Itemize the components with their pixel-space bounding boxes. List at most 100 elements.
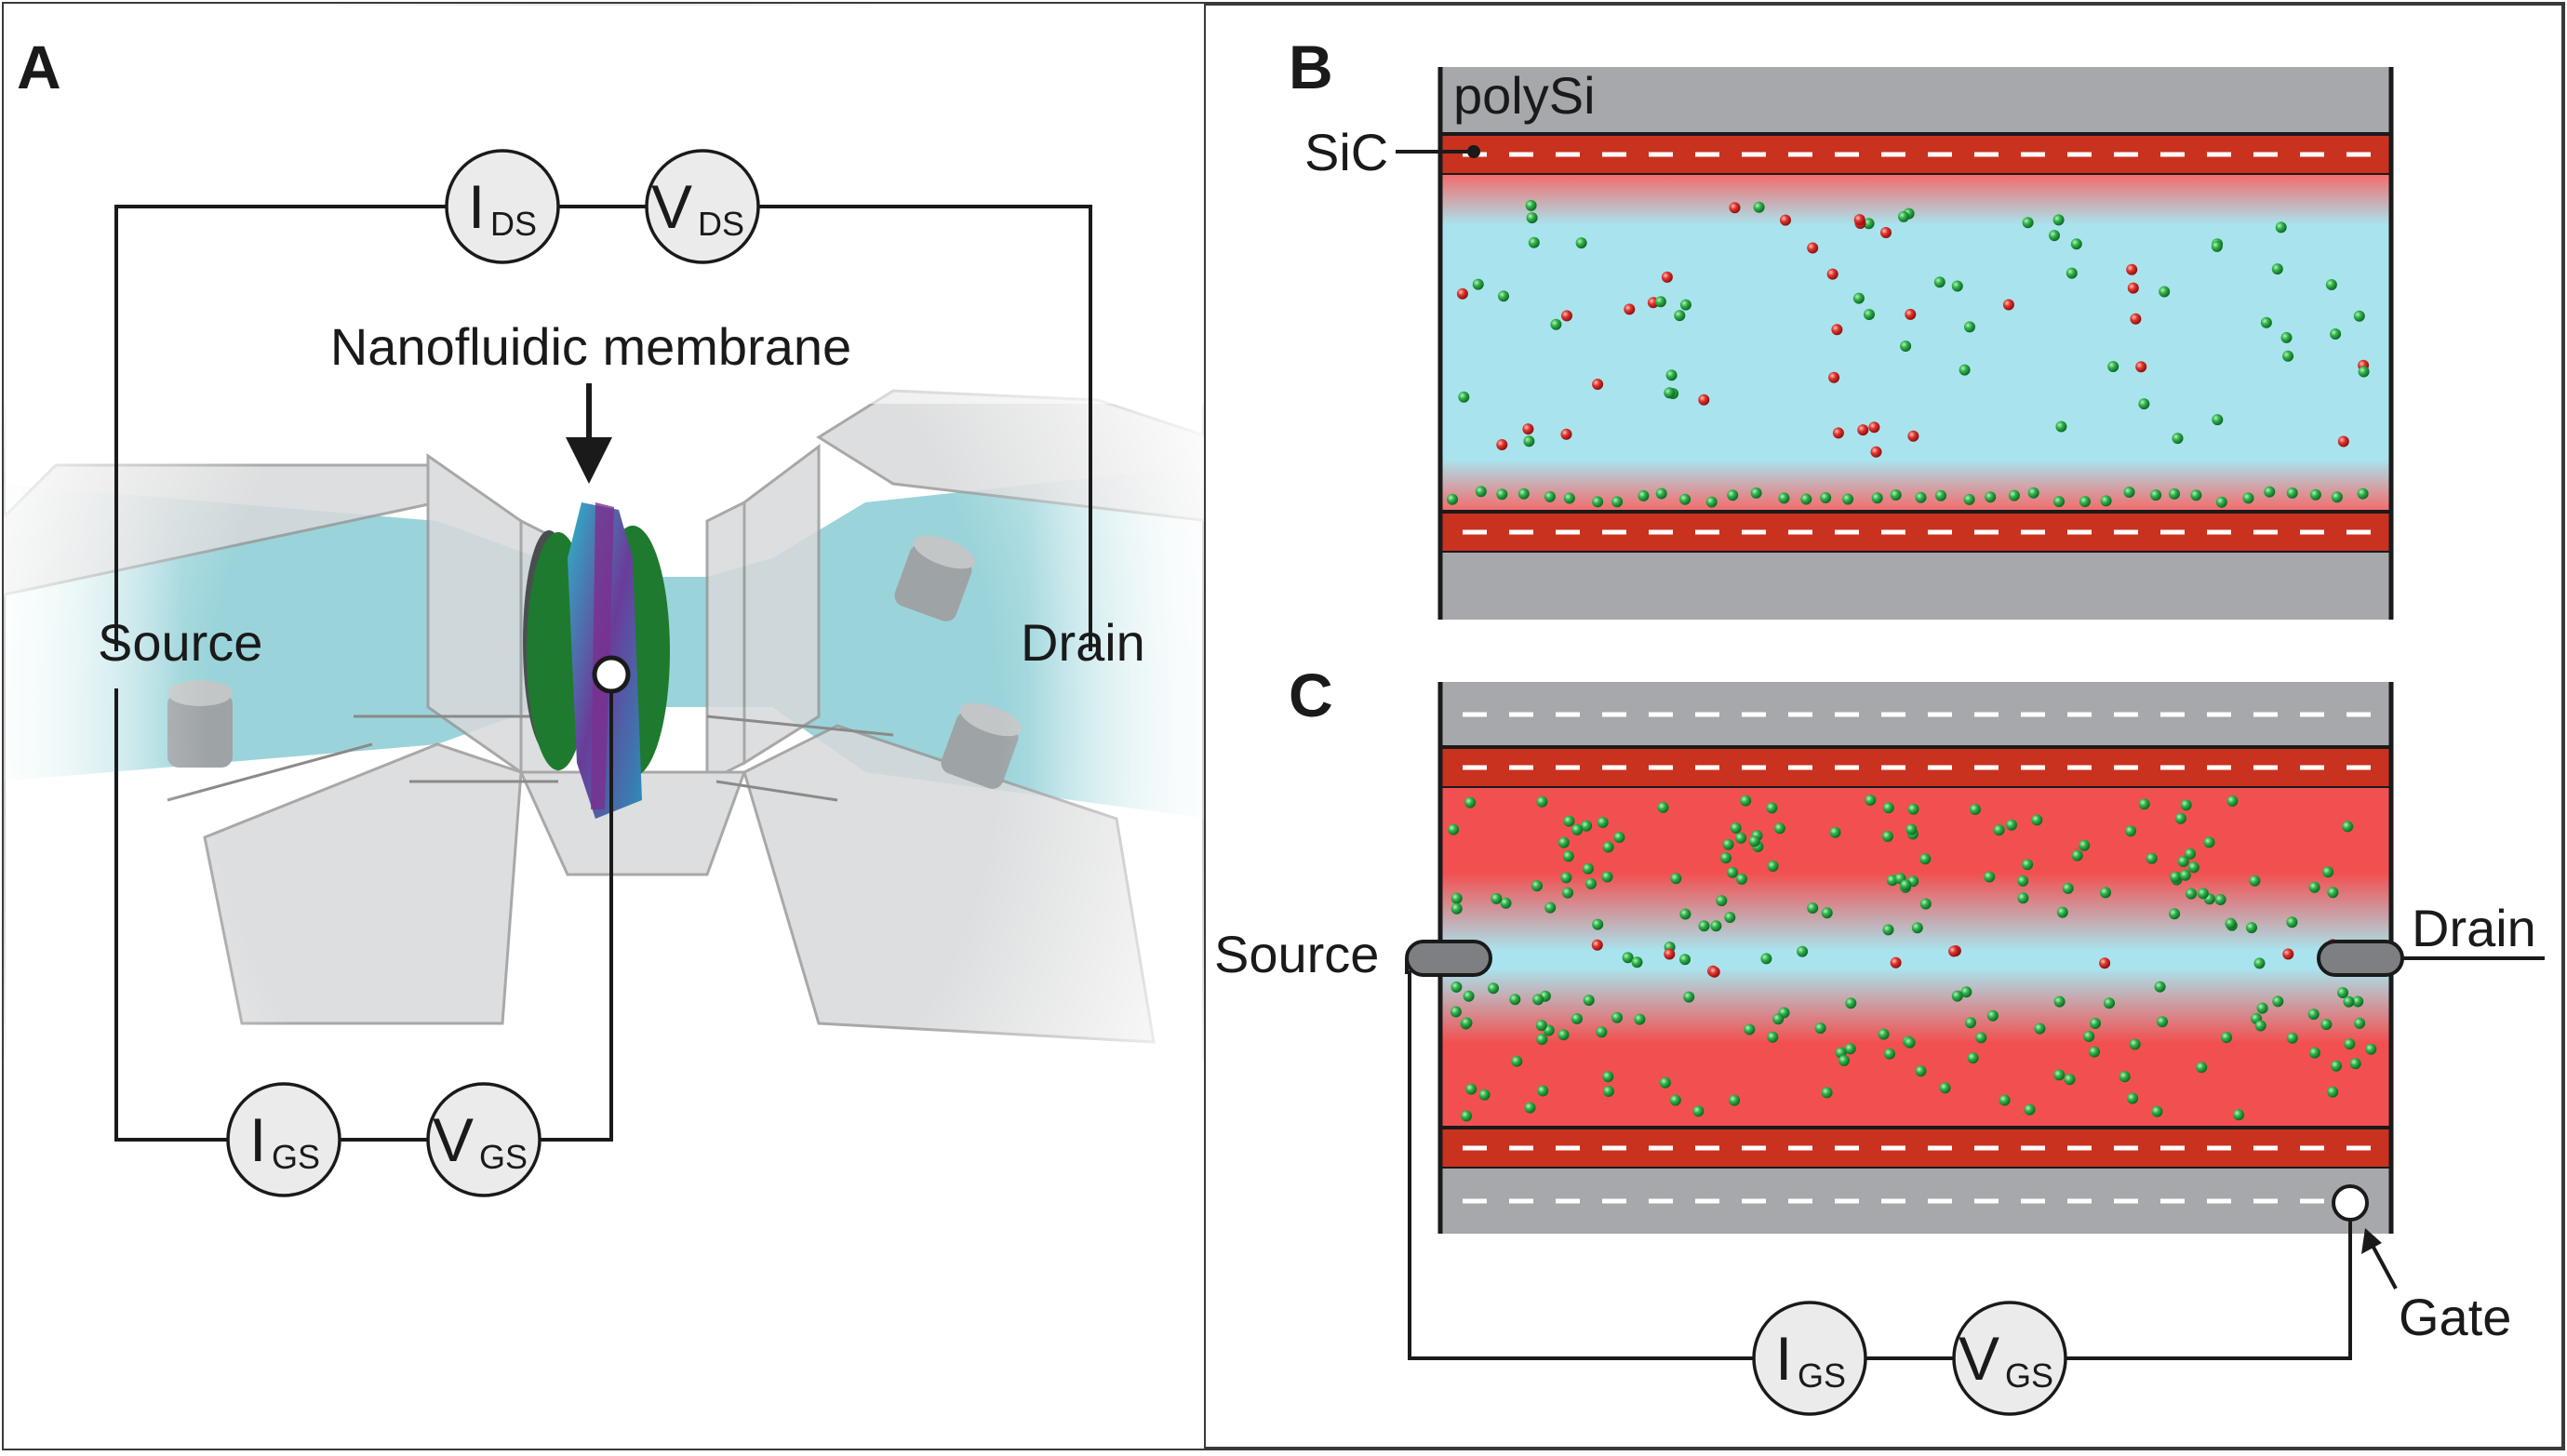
cation-icon <box>1884 1048 1895 1060</box>
cation-icon <box>1582 862 1594 875</box>
cation-icon <box>1674 310 1686 322</box>
cation-icon <box>2052 214 2065 226</box>
cation-icon <box>2100 495 2112 507</box>
cation-icon <box>1864 309 1875 320</box>
cation-icon <box>1965 1017 1976 1029</box>
cation-icon <box>1631 956 1643 968</box>
cation-icon <box>2119 1071 2131 1083</box>
cation-icon <box>1498 290 1509 302</box>
cation-icon <box>1447 493 1458 505</box>
cation-icon <box>1562 887 1573 899</box>
cation-icon <box>2034 1022 2046 1035</box>
cation-icon <box>1654 296 1666 308</box>
cation-icon <box>1537 1085 1549 1097</box>
cation-icon <box>1904 1036 1916 1049</box>
drain-label-a: Drain <box>1021 613 1145 672</box>
panel-c-label: C <box>1289 661 1333 729</box>
cation-icon <box>1773 822 1785 835</box>
cation-icon <box>2187 862 2199 874</box>
cation-icon <box>2286 1032 2298 1044</box>
cation-icon <box>2138 798 2150 810</box>
cation-icon <box>1724 912 1736 923</box>
anion-icon <box>1592 379 1604 390</box>
polysi-label: polySi <box>1453 66 1596 125</box>
cation-icon <box>1602 1071 1614 1083</box>
cation-icon <box>1863 218 1875 230</box>
cation-icon <box>1881 831 1893 842</box>
cation-icon <box>1451 981 1463 993</box>
cation-icon <box>1597 817 1609 828</box>
cation-icon <box>1919 898 1932 910</box>
cation-icon <box>2100 887 2111 899</box>
cation-icon <box>2327 1086 2339 1098</box>
cation-icon <box>1814 1022 1826 1035</box>
source-label-a: Source <box>98 613 262 672</box>
sic-pointer-dot <box>1467 145 1480 158</box>
cation-icon <box>1464 796 1477 808</box>
cation-icon <box>2070 238 2082 250</box>
cation-icon <box>2177 856 2189 867</box>
cation-icon <box>1730 822 1742 834</box>
cation-icon <box>1829 826 1841 838</box>
cation-icon <box>2197 888 2209 900</box>
anion-icon <box>2127 282 2139 294</box>
cation-icon <box>1524 1102 1536 1114</box>
cation-icon <box>1984 871 1996 883</box>
cation-icon <box>1451 892 1463 904</box>
cation-icon <box>1611 496 1624 508</box>
cation-icon <box>1679 954 1691 966</box>
cation-icon <box>1933 276 1945 288</box>
cation-icon <box>2249 875 2261 887</box>
cation-icon <box>2352 995 2364 1008</box>
cation-icon <box>1882 802 1894 814</box>
cation-icon <box>1800 493 1812 505</box>
cation-icon <box>2286 487 2298 499</box>
cation-icon <box>1575 237 1587 249</box>
cation-icon <box>1669 1094 1681 1106</box>
cation-icon <box>1807 902 1819 914</box>
gate-label: Gate <box>2399 1288 2511 1346</box>
anion-icon <box>1907 430 1919 442</box>
cation-icon <box>2309 488 2321 501</box>
meter-vgs-sub: GS <box>479 1138 528 1176</box>
panel-a-bottom-fade <box>4 1061 1204 1449</box>
cation-icon <box>2280 331 2293 343</box>
anion-icon <box>2130 313 2142 325</box>
cation-icon <box>1767 861 1779 872</box>
ions-b <box>1447 199 2370 508</box>
anion-icon <box>2135 361 2147 373</box>
cation-icon <box>1461 1110 1473 1122</box>
cation-icon <box>2031 814 2043 826</box>
panel-a: I DS V DS I GS V GS A Nanofluidic membra… <box>4 4 1204 1449</box>
arrow-down-icon <box>566 437 612 484</box>
cation-icon <box>1523 435 1535 447</box>
cation-icon <box>1563 815 1575 827</box>
cation-icon <box>1710 920 1722 932</box>
cation-icon <box>1915 1065 1927 1077</box>
cation-icon <box>1581 820 1593 832</box>
cation-icon <box>2172 433 2184 445</box>
cation-icon <box>1571 1013 1583 1024</box>
polysi-layer-top <box>1440 67 2391 134</box>
cation-icon <box>2159 286 2171 298</box>
meter-vgs-main: V <box>433 1105 474 1174</box>
cation-icon <box>1472 278 1484 290</box>
cation-icon <box>1488 982 1499 995</box>
cation-icon <box>2169 488 2180 500</box>
cation-icon <box>1882 924 1894 936</box>
cation-icon <box>2342 821 2354 833</box>
cation-icon <box>2017 875 2029 887</box>
cation-icon <box>1679 908 1691 920</box>
cation-icon <box>2331 1060 2343 1072</box>
source-electrode <box>1405 940 1492 977</box>
cation-icon <box>1722 838 1734 850</box>
cation-icon <box>2353 310 2365 322</box>
cation-icon <box>1526 212 1538 224</box>
gate-contact-icon <box>592 655 631 694</box>
cation-icon <box>2083 1031 2095 1042</box>
cation-icon <box>1744 1023 1756 1035</box>
nanochannel-fluid-b <box>1440 175 2391 510</box>
drain-electrode <box>2317 940 2404 977</box>
cation-icon <box>2264 486 2276 498</box>
cation-icon <box>1611 1011 1623 1023</box>
